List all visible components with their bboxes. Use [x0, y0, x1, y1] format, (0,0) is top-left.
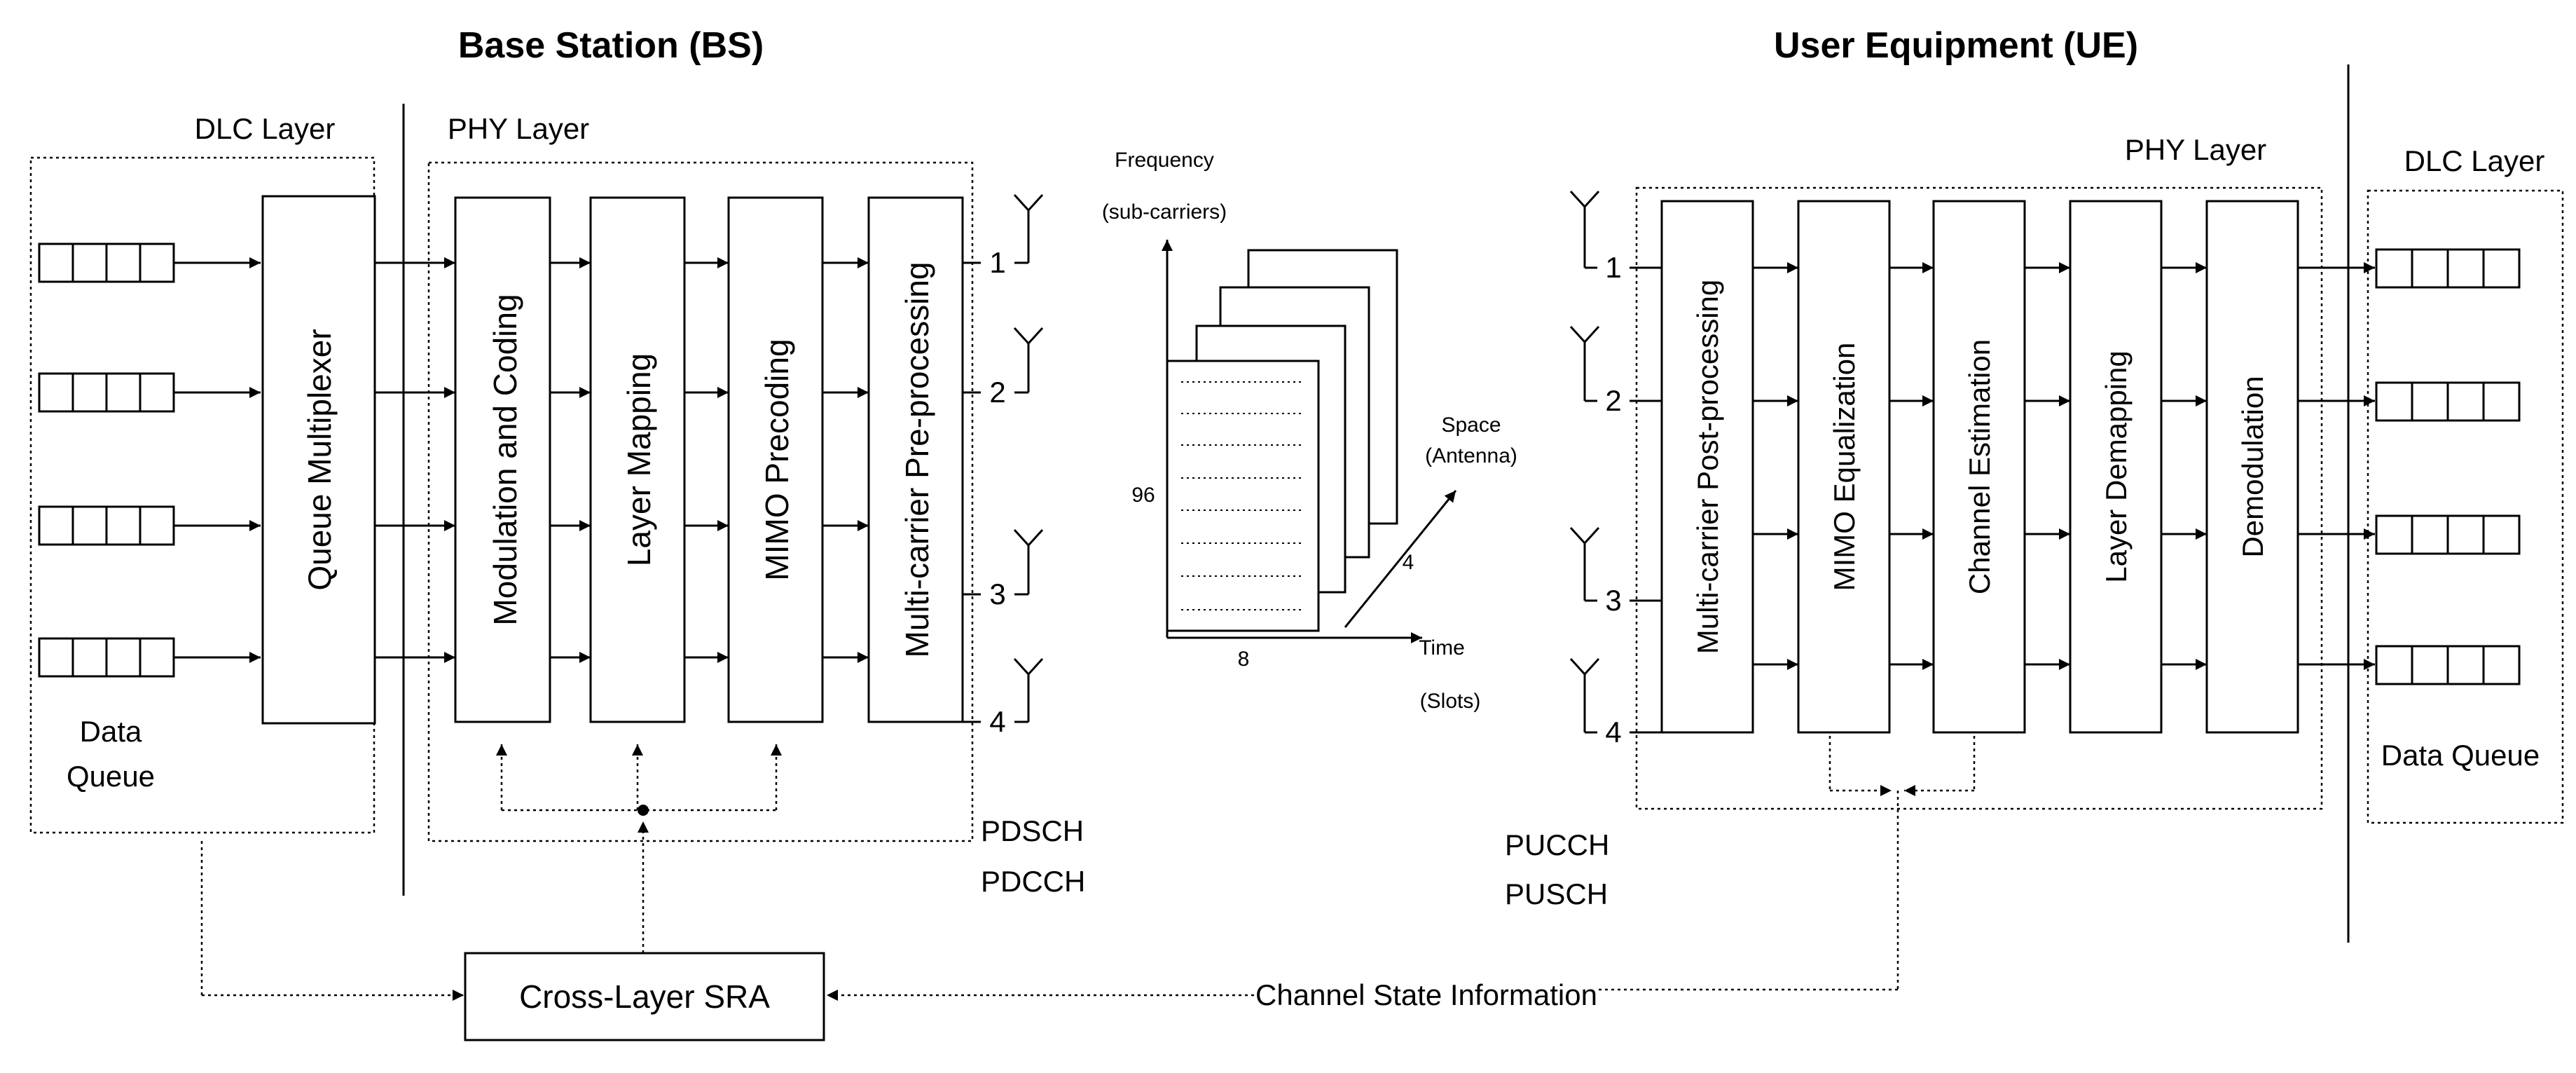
grid-antenna-count: 4	[1403, 551, 1414, 574]
bs-data-queue-2	[38, 372, 175, 413]
multicarrier-postprocessing-label: Multi-carrier Post-processing	[1691, 280, 1724, 654]
bs-antenna-1-label: 1	[989, 246, 1005, 279]
queue-multiplexer-block	[261, 195, 376, 725]
layer-demapping-block	[2069, 200, 2163, 734]
mimo-equalization-block	[1797, 200, 1891, 734]
ue-antenna-3-icon	[1569, 526, 1662, 602]
bs-dlc-frame	[29, 156, 376, 834]
grid-slots-label: (Slots)	[1420, 690, 1481, 713]
ue-antenna-1-label: 1	[1605, 251, 1621, 284]
dlc-to-sra-line	[200, 841, 464, 1001]
mimo-precoding-block	[727, 196, 824, 723]
queue-multiplexer-label: Queue Multiplexer	[301, 329, 338, 590]
grid-slot-count: 8	[1238, 648, 1250, 671]
bs-antenna-2-icon	[963, 327, 1044, 394]
grid-space-label: Space	[1441, 414, 1501, 437]
ue-phy-frame	[1635, 186, 2323, 810]
layer-mapping-label: Layer Mapping	[621, 353, 657, 566]
ue-dlc-layer-label: DLC Layer	[2404, 144, 2545, 177]
bs-antenna-3-label: 3	[989, 577, 1005, 610]
bs-phy-layer-label: PHY Layer	[448, 112, 589, 145]
bs-antenna-2-label: 2	[989, 376, 1005, 409]
bs-antenna-4-icon	[963, 657, 1044, 723]
ue-data-queue-3	[2375, 514, 2521, 555]
csi-label: Channel State Information	[1255, 978, 1597, 1011]
bs-data-queue-label-line2: Queue	[67, 760, 155, 793]
ue-phy-layer-label: PHY Layer	[2125, 133, 2266, 166]
bs-data-queue-4	[38, 637, 175, 678]
grid-subcarriers-label: (sub-carriers)	[1102, 200, 1227, 224]
grid-time-label: Time	[1419, 636, 1465, 659]
ue-antenna-3-label: 3	[1605, 584, 1621, 617]
bs-dlc-layer-label: DLC Layer	[195, 112, 336, 145]
modulation-coding-label: Modulation and Coding	[487, 294, 523, 625]
bs-phy-frame	[427, 161, 974, 842]
ue-data-queue-4	[2375, 645, 2521, 685]
bs-title: Base Station (BS)	[458, 25, 764, 66]
ue-data-queue-label: Data Queue	[2381, 739, 2540, 772]
demodulation-label: Demodulation	[2236, 376, 2269, 557]
bs-antenna-3-icon	[963, 528, 1044, 596]
multicarrier-preprocessing-block	[867, 196, 964, 723]
modulation-coding-block	[454, 196, 551, 723]
ue-title: User Equipment (UE)	[1774, 25, 2138, 66]
bs-antenna-4-label: 4	[989, 705, 1005, 738]
resource-grid	[1162, 240, 1457, 643]
ue-phy-arrows	[1753, 262, 2375, 670]
bs-data-queue-label-line1: Data	[80, 715, 142, 748]
bs-antenna-1-icon	[963, 193, 1044, 264]
channel-estimation-block	[1932, 200, 2026, 734]
ue-antenna-2-icon	[1569, 325, 1662, 402]
ue-antenna-4-icon	[1569, 657, 1662, 734]
bs-control-lines	[496, 744, 782, 953]
cross-layer-sra-block	[464, 952, 825, 1041]
bs-data-queue-1	[38, 242, 175, 283]
bs-phy-arrows	[375, 257, 869, 663]
bs-queue-arrows	[174, 257, 261, 663]
bs-data-queue-3	[38, 505, 175, 546]
channel-estimation-label: Channel Estimation	[1963, 339, 1996, 594]
bs-control-junction	[638, 805, 649, 816]
demodulation-block	[2205, 200, 2299, 734]
grid-subcarrier-count: 96	[1131, 484, 1155, 507]
bs-channel-pdsch: PDSCH	[981, 814, 1084, 847]
multicarrier-preprocessing-label: Multi-carrier Pre-processing	[899, 262, 935, 658]
ue-csi-lines	[827, 736, 1976, 1001]
bs-channel-pdcch: PDCCH	[981, 865, 1085, 898]
layer-mapping-block	[589, 196, 686, 723]
ue-data-queue-1	[2375, 248, 2521, 289]
multicarrier-postprocessing-block	[1660, 200, 1754, 734]
grid-frequency-label: Frequency	[1115, 149, 1214, 172]
mimo-precoding-label: MIMO Precoding	[759, 339, 795, 580]
ue-channel-pucch: PUCCH	[1505, 828, 1609, 861]
ue-antenna-4-label: 4	[1605, 716, 1621, 749]
ue-antenna-2-label: 2	[1605, 384, 1621, 417]
cross-layer-sra-label: Cross-Layer SRA	[519, 978, 770, 1015]
mimo-equalization-label: MIMO Equalization	[1828, 343, 1861, 592]
layer-demapping-label: Layer Demapping	[2100, 350, 2133, 583]
ue-dlc-frame	[2367, 189, 2564, 824]
ue-channel-pusch: PUSCH	[1505, 877, 1608, 910]
ue-antenna-1-icon	[1569, 190, 1662, 269]
grid-antenna-label: (Antenna)	[1425, 444, 1517, 467]
ue-data-queue-2	[2375, 381, 2521, 422]
